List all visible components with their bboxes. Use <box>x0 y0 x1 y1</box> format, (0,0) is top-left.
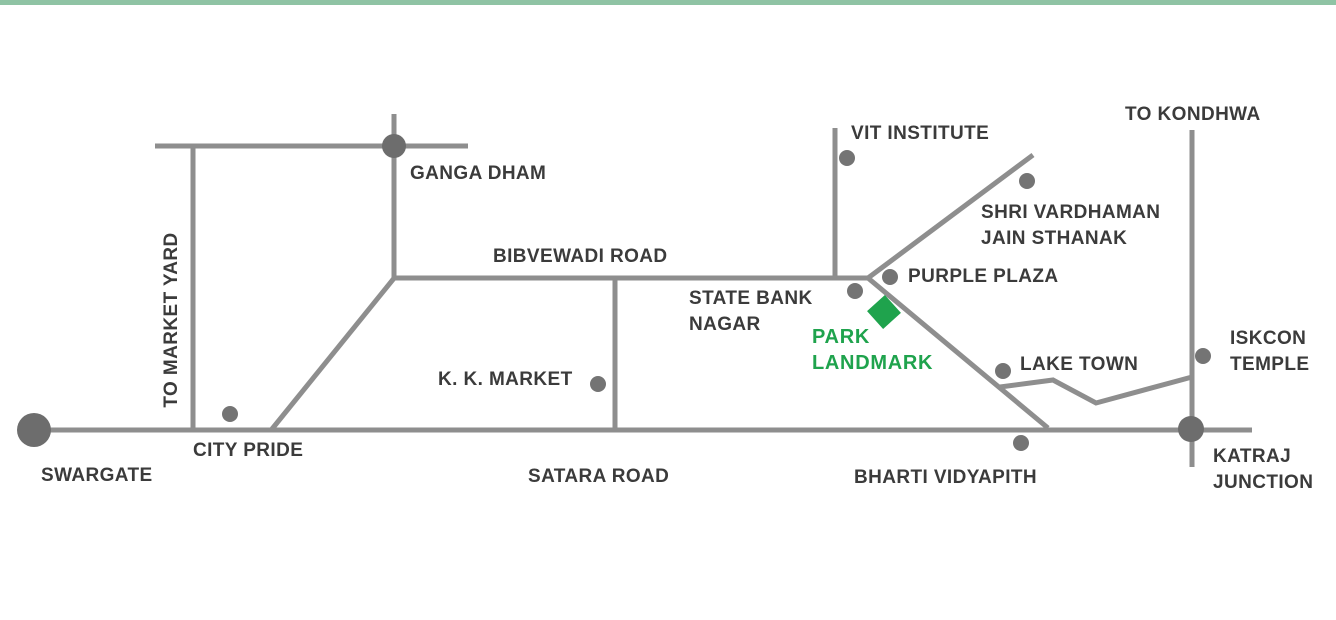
label-shri-vardhaman-line2: JAIN STHANAK <box>981 228 1128 249</box>
label-state-bank-line1: STATE BANK <box>689 288 813 309</box>
purple-plaza-marker <box>882 269 898 285</box>
label-ganga-dham: GANGA DHAM <box>410 163 547 184</box>
ganga-dham-junction-dot <box>382 134 406 158</box>
road-purple-plaza-diagonal <box>863 152 1050 430</box>
label-lake-town: LAKE TOWN <box>1020 354 1139 375</box>
label-iskcon-line2: TEMPLE <box>1230 354 1310 375</box>
label-state-bank-line2: NAGAR <box>689 314 761 335</box>
vit-institute-marker <box>839 150 855 166</box>
label-iskcon-temple: ISKCON TEMPLE <box>1230 326 1309 378</box>
label-to-kondhwa: TO KONDHWA <box>1125 104 1261 125</box>
label-park-landmark-line2: LANDMARK <box>812 352 934 374</box>
label-to-market-yard: TO MARKET YARD <box>161 232 182 408</box>
top-accent-bar <box>0 0 1336 5</box>
state-bank-nagar-marker <box>847 283 863 299</box>
label-state-bank-nagar: STATE BANK NAGAR <box>689 286 813 338</box>
label-iskcon-line1: ISKCON <box>1230 328 1307 349</box>
label-vit-institute: VIT INSTITUTE <box>851 123 990 144</box>
label-shri-vardhaman-jain-sthanak: SHRI VARDHAMAN JAIN STHANAK <box>981 200 1160 252</box>
label-katraj-junction: KATRAJ JUNCTION <box>1213 444 1313 496</box>
katraj-junction-dot <box>1178 416 1204 442</box>
lake-town-marker <box>995 363 1011 379</box>
road-lake-town-zigzag <box>999 374 1193 406</box>
label-kk-market: K. K. MARKET <box>438 369 573 390</box>
city-pride-marker <box>222 406 238 422</box>
swargate-junction-dot <box>17 413 51 447</box>
shri-vardhaman-marker <box>1019 173 1035 189</box>
label-satara-road: SATARA ROAD <box>528 466 670 487</box>
road-diagonal-to-satara <box>270 275 397 431</box>
iskcon-temple-marker <box>1195 348 1211 364</box>
label-purple-plaza: PURPLE PLAZA <box>908 266 1059 287</box>
label-katraj-line1: KATRAJ <box>1213 446 1292 467</box>
bharti-vidyapith-marker <box>1013 435 1029 451</box>
label-park-landmark-line1: PARK <box>812 326 870 348</box>
label-swargate: SWARGATE <box>41 465 153 486</box>
label-bharti-vidyapith: BHARTI VIDYAPITH <box>854 467 1038 488</box>
label-katraj-line2: JUNCTION <box>1213 472 1314 493</box>
kk-market-marker <box>590 376 606 392</box>
label-bibvewadi-road: BIBVEWADI ROAD <box>493 246 668 267</box>
label-park-landmark: PARK LANDMARK <box>812 324 933 376</box>
label-shri-vardhaman-line1: SHRI VARDHAMAN <box>981 202 1161 223</box>
label-city-pride: CITY PRIDE <box>193 440 304 461</box>
park-landmark-diamond-icon <box>867 295 901 329</box>
